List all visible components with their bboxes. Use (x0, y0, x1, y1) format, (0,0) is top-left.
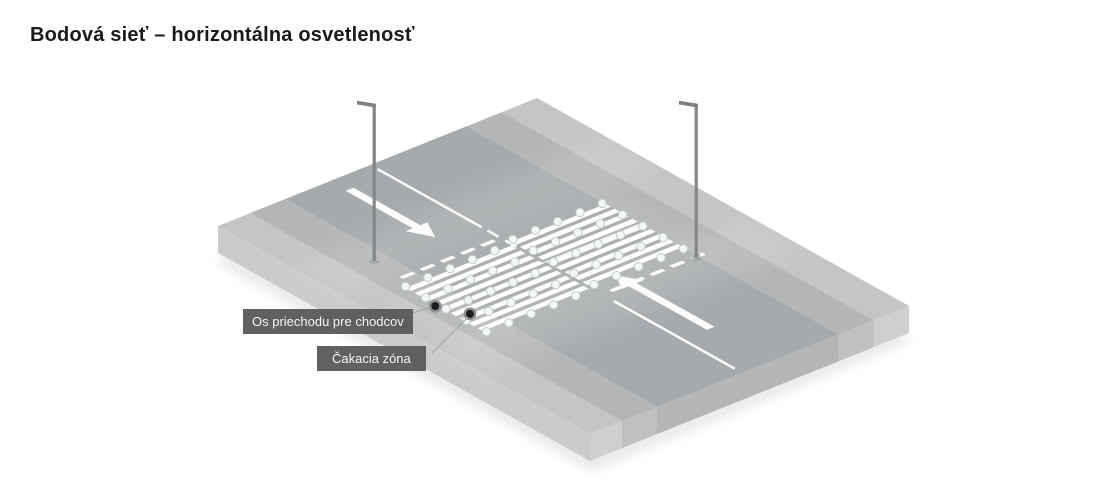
grid-point (443, 284, 453, 294)
grid-point (548, 300, 559, 310)
grid-point (488, 266, 498, 276)
kerb-face-front (873, 306, 909, 348)
grid-point (445, 263, 455, 274)
grid-point (575, 207, 585, 218)
kerb-face-front (838, 320, 874, 362)
grid-point (571, 248, 581, 258)
zebra-stripe (449, 270, 563, 317)
grid-point (441, 304, 451, 314)
grid-point (506, 297, 516, 308)
grid-point (508, 234, 518, 245)
grid-point (595, 219, 605, 229)
zebra-stripe (536, 218, 639, 261)
grid-point (613, 250, 624, 261)
grid-point (571, 291, 581, 301)
page-title: Bodová sieť – horizontálna osvetlenosť (30, 24, 415, 46)
grid-point (530, 225, 540, 236)
centre-line-dash (486, 229, 500, 238)
arrow-right-lane (615, 275, 715, 330)
pole-mast (694, 104, 698, 258)
grid-point (423, 272, 433, 283)
grid-point (465, 275, 476, 285)
grid-point (421, 293, 431, 303)
grid-point (530, 268, 540, 278)
zebra-stripe (572, 238, 675, 281)
lane-centre-line (376, 168, 736, 370)
grid-point (573, 228, 583, 238)
kerb-face-front (590, 421, 622, 461)
measurement-grid (400, 198, 689, 337)
giveway-dash (669, 260, 686, 268)
grid-point (400, 281, 411, 292)
grid-point (617, 210, 628, 220)
giveway-dash (629, 276, 646, 284)
grid-point (548, 257, 559, 267)
light-pole-right (679, 100, 702, 261)
giveway-dash (479, 239, 497, 247)
grid-point (615, 230, 626, 240)
zebra-stripe (413, 250, 527, 297)
grid-point (490, 245, 500, 256)
giveway-dash (419, 263, 436, 271)
glow-right (430, 216, 805, 376)
centre-line-dash (504, 239, 518, 248)
marked-point-crossing-axis (431, 302, 440, 311)
grid-point (678, 244, 689, 254)
pole-mast (372, 104, 376, 261)
giveway-dash (609, 284, 626, 292)
lane-arrows (345, 187, 715, 330)
grid-point (550, 279, 561, 290)
grid-point (591, 259, 601, 269)
zebra-stripe (554, 228, 657, 271)
grid-point (463, 295, 473, 305)
grid-point (467, 254, 478, 265)
kerb-face-left (218, 226, 590, 461)
grid-point (638, 221, 648, 231)
grid-point (485, 286, 496, 296)
grid-point (526, 309, 536, 319)
leader-waiting-zone (431, 316, 469, 354)
grid-point (508, 277, 518, 287)
grid-point (656, 253, 666, 263)
grid-point (636, 241, 646, 252)
grid-point (593, 239, 603, 249)
grid-point (569, 268, 579, 278)
pole-luminaire-arm (357, 100, 376, 108)
grid-point (483, 306, 494, 317)
centre-line-solid-left (376, 168, 483, 229)
grid-point (611, 271, 622, 281)
road-slab-sides (218, 226, 909, 461)
grid-point (481, 327, 492, 337)
glow-left (288, 137, 664, 297)
giveway-dash (649, 268, 666, 276)
giveway-dash (439, 255, 456, 263)
grid-point (589, 279, 599, 290)
callout-waiting-zone: Čakacia zóna (317, 346, 426, 371)
callout-crossing-axis: Os priechodu pre chodcov (243, 309, 413, 334)
grid-point (528, 245, 538, 256)
arrow-left-lane (345, 187, 436, 238)
crossing-axis-line (434, 222, 642, 307)
grid-point (528, 288, 538, 299)
kerb-face-front (657, 334, 839, 435)
zebra-stripe (467, 280, 581, 327)
giveway-dashes (399, 239, 706, 292)
pole-luminaire-arm (679, 100, 698, 108)
grid-point (634, 262, 644, 272)
grid-point (597, 198, 607, 209)
marked-point-waiting-zone (466, 309, 474, 318)
grid-point (658, 232, 668, 243)
light-pole-left (357, 100, 380, 264)
grid-point (552, 216, 563, 227)
giveway-dash (459, 247, 477, 255)
centre-line-solid-right (613, 300, 736, 370)
grid-point (504, 318, 514, 328)
grid-point (550, 237, 561, 247)
marked-points (428, 299, 477, 321)
grid-point (510, 257, 520, 267)
kerb-face-front (621, 407, 657, 449)
giveway-dash (399, 271, 416, 279)
